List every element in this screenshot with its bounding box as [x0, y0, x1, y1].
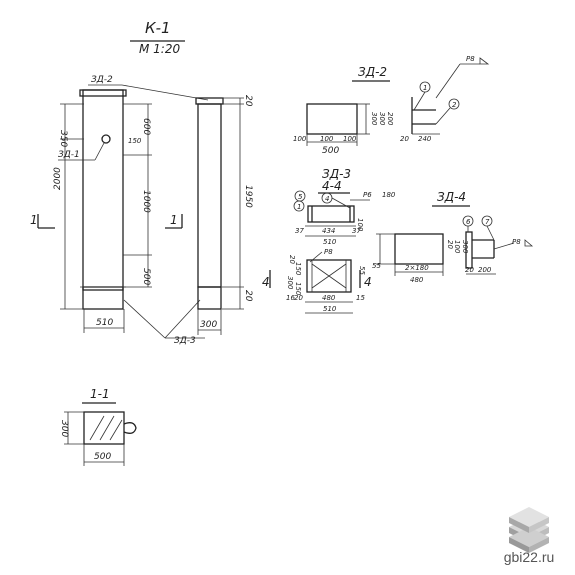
- zd3-weld-bottom: Р8: [324, 248, 333, 256]
- dim-510: 510: [96, 318, 113, 328]
- zd2-anchor: [411, 57, 490, 135]
- zd2-dim-300b: 300: [378, 112, 386, 126]
- zd2-dim-300a: 300: [370, 112, 378, 126]
- zd4-anchor: [462, 215, 534, 275]
- zd4-plate: [376, 233, 444, 276]
- zd2-dim-500: 500: [322, 146, 339, 156]
- section-dim-500: 500: [94, 452, 111, 462]
- zd3-weld-top: Р6: [363, 191, 372, 199]
- zd3-dim-150b: 150: [294, 282, 302, 296]
- zd3-weld-top-val: 180: [382, 191, 396, 199]
- zd3-pos4: 4: [325, 195, 329, 203]
- zd3-cut-right: 4: [364, 275, 372, 289]
- dim-500: 500: [141, 268, 151, 285]
- watermark-text: gbi22.ru: [503, 549, 555, 565]
- zd2-dim-100a: 100: [293, 135, 307, 143]
- zd4-dim-480: 480: [410, 276, 424, 284]
- zd3-dim-20b: 20: [294, 294, 303, 302]
- zd3-dim-480: 480: [322, 294, 336, 302]
- zd3-dim-15: 15: [356, 294, 365, 302]
- drawing-title: К-1: [145, 19, 171, 37]
- zd2-pos1: 1: [423, 84, 427, 92]
- zd3-dim-37a: 37: [295, 227, 304, 235]
- zd3-dim-510a: 510: [323, 238, 337, 246]
- dim-side-top: 20: [243, 95, 253, 107]
- zd2-weld: Р8: [466, 55, 475, 63]
- zd2-dim-100b: 100: [320, 135, 334, 143]
- zd3-dim-37b: 37: [352, 227, 361, 235]
- zd3-dim-510b: 510: [323, 305, 337, 313]
- zd2-dim-100c: 100: [343, 135, 357, 143]
- zd4-dim-20b: 20: [465, 266, 474, 274]
- dim-150: 150: [128, 137, 142, 145]
- zd4-dim-20: 20: [446, 240, 454, 249]
- zd2-dim-240: 240: [418, 135, 432, 143]
- section-11-drawing: [64, 411, 137, 466]
- zd4-weld: Р8: [512, 238, 521, 246]
- section-11-title: 1-1: [90, 387, 110, 401]
- zd3-cut-left: 4: [262, 275, 270, 289]
- dim-side-bottom: 20: [243, 290, 253, 302]
- zd2-title: ЗД-2: [358, 65, 387, 79]
- drawing-scale: М 1:20: [139, 42, 180, 56]
- zd3-dim-300: 300: [286, 276, 294, 290]
- watermark-logo: [509, 507, 549, 553]
- zd3-dim-434: 434: [322, 227, 335, 235]
- dim-2000: 2000: [53, 167, 63, 190]
- zd4-pos7: 7: [485, 218, 490, 226]
- zd4-pos6: 6: [466, 218, 471, 226]
- zd3-section: 4-4: [322, 179, 342, 193]
- zd3-dim-16: 16: [286, 294, 295, 302]
- zd2-dim-200: 200: [386, 112, 394, 126]
- zd3-title: ЗД-3: [322, 167, 351, 181]
- zd4-dim-300: 300: [461, 240, 469, 254]
- zd4-dim-200: 200: [478, 266, 492, 274]
- cut-mark-right: 1: [170, 213, 178, 227]
- zd3-pos1: 1: [297, 203, 301, 211]
- zd4-dim-2x180: 2×180: [405, 264, 429, 272]
- zd4-dim-55: 55: [372, 262, 381, 270]
- dim-300: 300: [200, 320, 217, 330]
- column-elevation-front: [37, 89, 183, 333]
- dim-1000: 1000: [141, 190, 151, 213]
- cut-mark-left: 1: [30, 213, 38, 227]
- zd2-plate: [306, 103, 370, 146]
- callout-zd1: ЗД-1: [58, 150, 80, 160]
- zd3-dim-20a: 20: [288, 255, 296, 264]
- callout-zd2: ЗД-2: [91, 75, 113, 85]
- zd3-plan-drawing: [269, 251, 361, 314]
- zd2-pos2: 2: [452, 101, 457, 109]
- dim-1950: 1950: [243, 185, 253, 208]
- dim-600: 600: [141, 118, 151, 135]
- zd3-dim-100: 100: [356, 218, 364, 232]
- zd3-pos5: 5: [298, 193, 303, 201]
- zd2-dim-20: 20: [400, 135, 409, 143]
- zd4-dim-100: 100: [453, 240, 461, 254]
- dim-350: 350: [58, 130, 68, 147]
- zd4-title: ЗД-4: [437, 190, 466, 204]
- callout-zd3: ЗД-3: [174, 336, 196, 346]
- zd3-dim-150a: 150: [294, 262, 302, 276]
- zd3-section-drawing: [293, 190, 370, 237]
- section-dim-300: 300: [59, 420, 69, 437]
- zd3-dim-55: 55: [358, 266, 366, 275]
- column-elevation-side: [195, 97, 244, 335]
